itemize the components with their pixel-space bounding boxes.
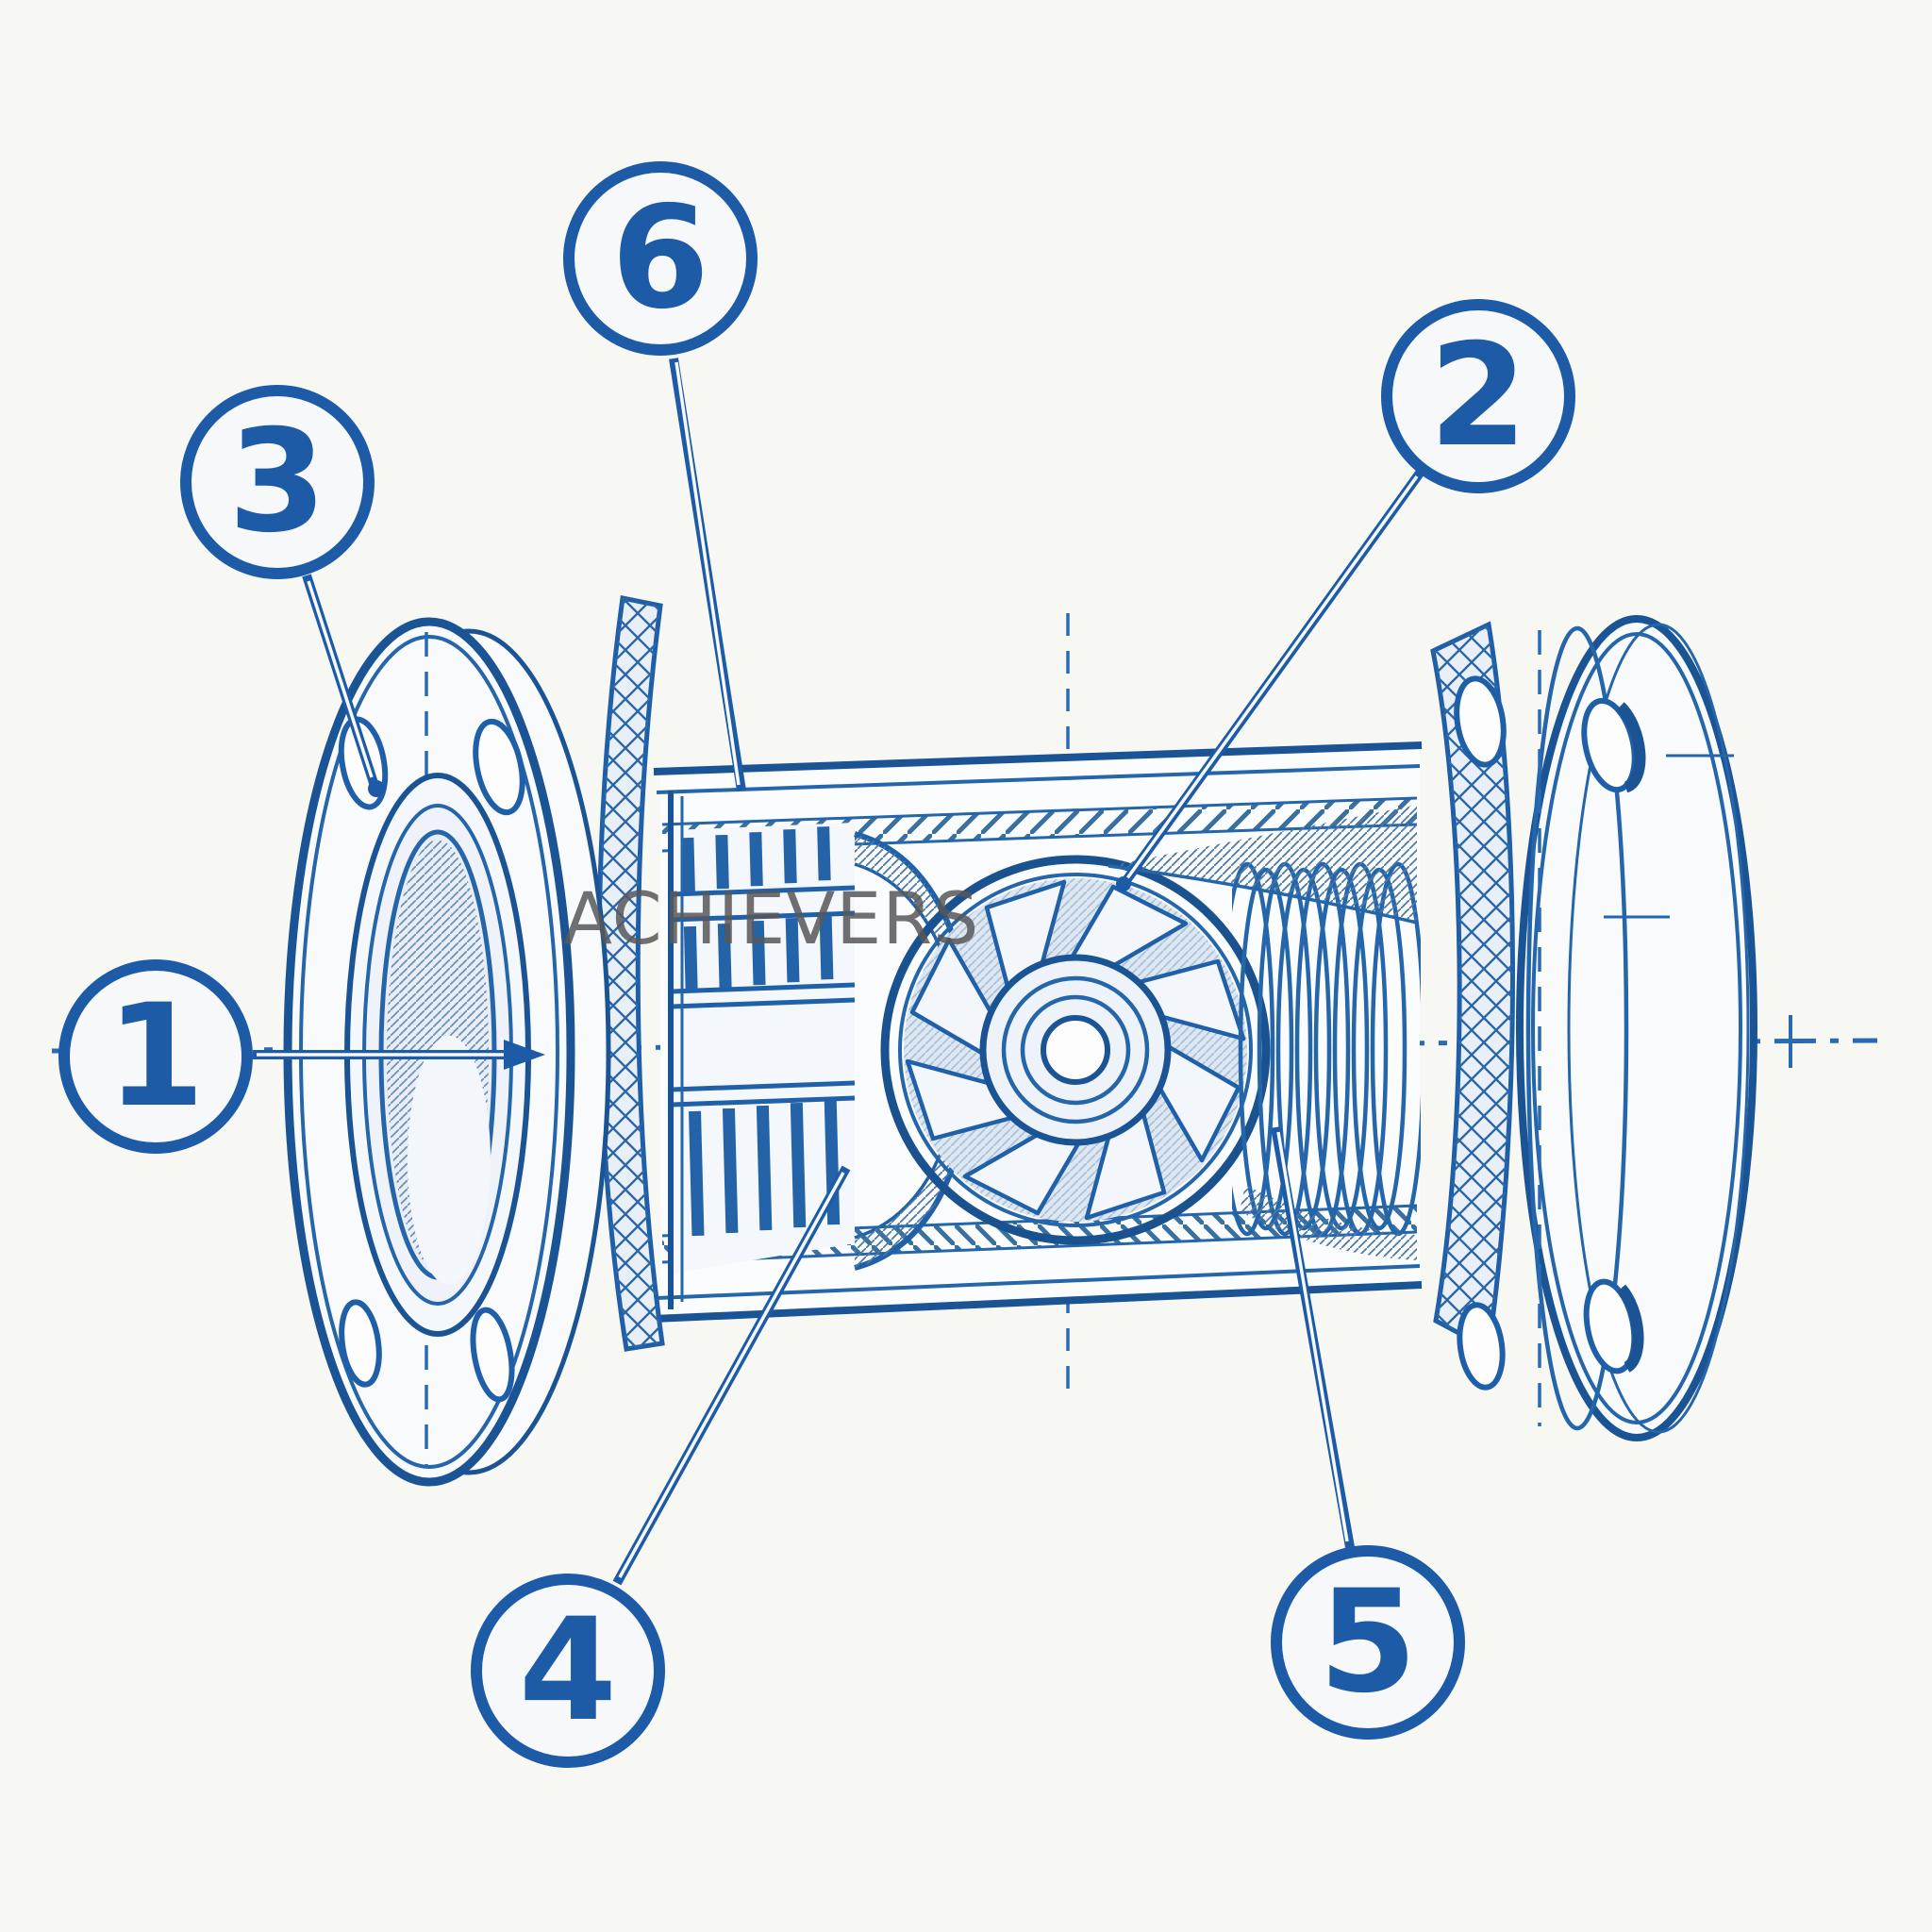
right-flange — [1454, 615, 1757, 1441]
leader-line-1 — [253, 1040, 545, 1070]
leader-1-arrowhead — [504, 1040, 545, 1070]
leader-line-3 — [302, 574, 385, 797]
callout-label-1: 1 — [106, 974, 206, 1139]
right-knurled-band — [1430, 621, 1515, 1353]
leader-3-tip — [368, 780, 385, 797]
callout-balloon-3: 3 — [180, 385, 375, 579]
callout-balloon-6: 6 — [563, 161, 758, 356]
left-knurled-band — [596, 595, 665, 1352]
callout-balloon-2: 2 — [1381, 299, 1575, 493]
callout-balloon-1: 1 — [58, 959, 253, 1154]
turbine-hub — [979, 954, 1172, 1146]
callout-label-2: 2 — [1428, 314, 1528, 478]
turbine-blades — [905, 879, 1246, 1221]
leader-2-tip — [1116, 876, 1131, 891]
leader-line-2 — [1116, 469, 1425, 891]
outlet-shroud-hatch — [1108, 805, 1418, 1260]
leader-line-4 — [612, 1165, 851, 1586]
callout-label-5: 5 — [1318, 1560, 1418, 1724]
right-flange-bolt-holes — [1454, 675, 1638, 1391]
leader-line-6 — [669, 358, 746, 791]
watermark-text: ACHIEVERS — [563, 876, 980, 960]
flow-straightener — [668, 791, 856, 1309]
turbine-rotor — [880, 855, 1271, 1245]
callout-label-3: 3 — [227, 400, 327, 564]
left-flange — [283, 617, 611, 1487]
callout-balloon-4: 4 — [471, 1574, 665, 1768]
leader-line-5 — [1271, 1126, 1355, 1548]
callout-label-6: 6 — [610, 176, 710, 341]
callout-label-4: 4 — [518, 1589, 618, 1753]
callout-balloon-5: 5 — [1271, 1545, 1465, 1740]
